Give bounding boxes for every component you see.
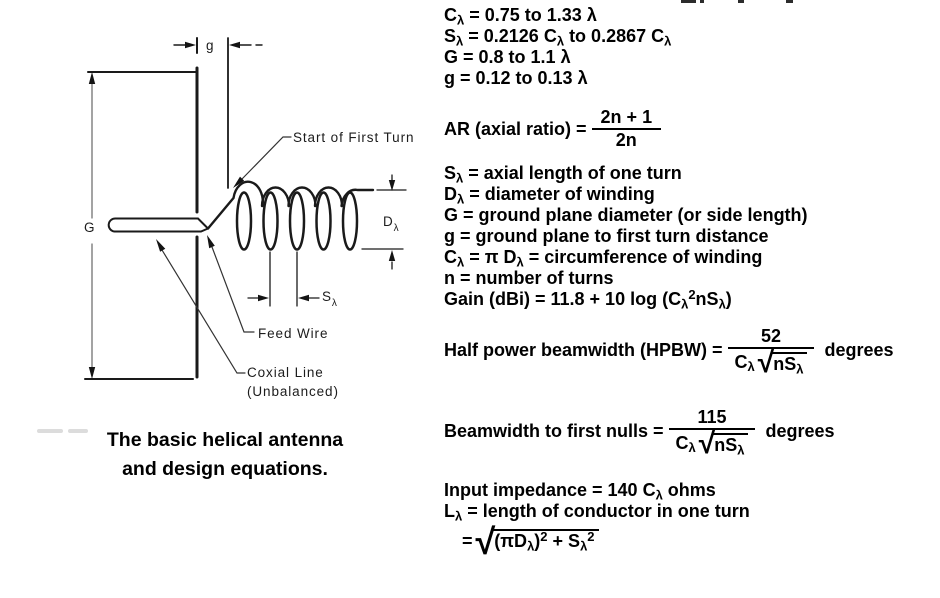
design-equations: Cλ = 0.75 to 1.33 λ Sλ = 0.2126 Cλ to 0.… [444, 5, 938, 562]
feed-to-helix-wire [206, 180, 264, 230]
dim-label-g: g [206, 38, 214, 53]
cropped-text-fragment [786, 0, 793, 3]
eq-beamwidth-first-nulls: Beamwidth to first nulls = 115 Cλ√nSλ de… [444, 407, 835, 460]
figure-caption: The basic helical antenna and design equ… [25, 426, 425, 484]
eq-gain: Gain (dBi) = 11.8 + 10 log (Cλ2nSλ) [444, 287, 732, 312]
radical-sign: √ [757, 346, 775, 379]
parameter-ranges: Cλ = 0.75 to 1.33 λ Sλ = 0.2126 Cλ to 0.… [444, 5, 938, 89]
eq-conductor-length: = √ (πDλ)2 + Sλ2 [444, 521, 938, 562]
def-G: G = ground plane diameter (or side lengt… [444, 205, 808, 225]
feed-wire-leader [211, 246, 255, 333]
faded-watermark-smudge [37, 429, 63, 433]
gap-arrowhead-right [185, 41, 196, 49]
eq-axial-ratio: AR (axial ratio) = 2n + 1 2n [444, 107, 938, 151]
def-l-lambda: Lλ = length of conductor in one turn [444, 501, 750, 524]
feed-wire-label: Feed Wire [258, 326, 328, 341]
symbol-definitions: Sλ = axial length of one turn Dλ = diame… [444, 163, 938, 310]
helical-antenna-diagram: G g Start of First Turn Feed Wire Coxial… [84, 37, 414, 399]
caption-line-2: and design equations. [122, 458, 328, 480]
eq-G-range: G = 0.8 to 1.1 λ [444, 47, 571, 67]
gap-arrowhead-left [229, 41, 240, 49]
hpbw-fraction: 52 Cλ√nSλ [727, 326, 815, 379]
square-root-expression: √ (πDλ)2 + Sλ2 [473, 521, 599, 562]
coaxial-arrowhead [156, 239, 166, 252]
d-dimension-lines [361, 174, 407, 270]
s-arrowhead-left [298, 294, 309, 302]
coaxial-line-label: Coxial Line [247, 365, 324, 380]
coaxial-line-leader [161, 249, 246, 374]
start-of-first-turn-leader [241, 136, 292, 180]
eq-half-power-beamwidth: Half power beamwidth (HPBW) = 52 Cλ√nSλ … [444, 326, 894, 379]
cropped-text-fragment [738, 0, 744, 3]
cropped-text-fragment [681, 0, 696, 3]
radical-sign: √ [698, 427, 716, 460]
start-of-first-turn-label: Start of First Turn [293, 130, 414, 145]
s-arrowhead-right [258, 294, 269, 302]
helix-loops [235, 191, 359, 251]
faded-watermark-smudge [68, 429, 88, 433]
dim-label-G: G [84, 220, 95, 235]
eq-c-lambda-range: Cλ = 0.75 to 1.33 λ [444, 5, 597, 28]
def-g: g = ground plane to first turn distance [444, 226, 769, 246]
def-n: n = number of turns [444, 268, 614, 288]
dim-label-D-lambda: Dλ [383, 214, 399, 234]
caption-line-1: The basic helical antenna [106, 429, 344, 451]
g-arrowhead-down [88, 367, 96, 379]
impedance-and-length: Input impedance = 140 Cλ ohms Lλ = lengt… [444, 480, 938, 522]
g-arrowhead-up [88, 72, 96, 84]
cropped-text-fragment [700, 0, 704, 3]
def-d-lambda: Dλ = diameter of winding [444, 184, 655, 207]
coaxial-line-label-2: (Unbalanced) [247, 384, 339, 399]
radical-sign: √ [475, 521, 496, 562]
def-c-lambda: Cλ = π Dλ = circumference of winding [444, 247, 763, 270]
feed-wire-arrowhead [207, 235, 215, 249]
def-s-lambda: Sλ = axial length of one turn [444, 163, 682, 186]
helix-arches [260, 186, 375, 208]
eq-g-range: g = 0.12 to 0.13 λ [444, 68, 588, 88]
s-dimension-lines [247, 251, 320, 307]
dim-label-S-lambda: Sλ [322, 289, 337, 309]
first-nulls-fraction: 115 Cλ√nSλ [668, 407, 756, 460]
eq-input-impedance: Input impedance = 140 Cλ ohms [444, 480, 716, 503]
d-arrowhead-up [388, 250, 396, 261]
feed-line [107, 217, 209, 233]
start-arrowhead [233, 176, 245, 188]
d-arrowhead-down [388, 180, 396, 191]
eq-s-lambda-range: Sλ = 0.2126 Cλ to 0.2867 Cλ [444, 26, 672, 49]
axial-ratio-fraction: 2n + 1 2n [591, 107, 662, 151]
